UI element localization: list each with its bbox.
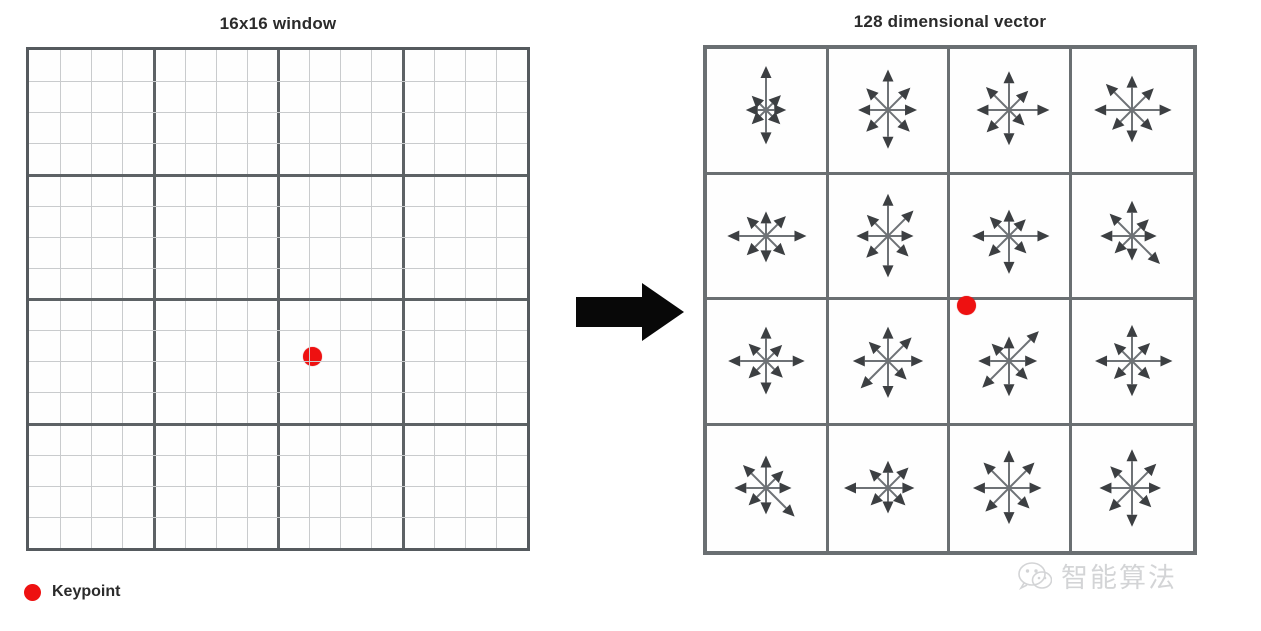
descriptor-cell xyxy=(707,174,829,300)
descriptor-cell xyxy=(828,49,950,175)
descriptor-cell xyxy=(707,49,829,175)
descriptor-cell xyxy=(707,300,829,426)
descriptor-cell xyxy=(1071,300,1193,426)
window-grid-hline xyxy=(29,143,527,145)
orientation-histogram-icon xyxy=(728,326,805,395)
window-grid-hline xyxy=(29,392,527,394)
orientation-histogram-icon xyxy=(856,193,914,278)
wechat-logo-icon xyxy=(1018,561,1052,590)
window-grid-hline xyxy=(29,454,527,456)
window-grid-hline xyxy=(29,361,527,363)
orientation-histogram-icon xyxy=(1095,325,1173,397)
window-grid-hline xyxy=(29,112,527,114)
descriptor-cell xyxy=(950,49,1072,175)
descriptor-cell xyxy=(950,300,1072,426)
legend: Keypoint xyxy=(24,583,120,601)
window-grid-major-hline xyxy=(29,422,527,426)
orientation-histogram-icon xyxy=(972,209,1050,274)
descriptor-keypoint-marker xyxy=(957,296,976,315)
right-panel-title: 128 dimensional vector xyxy=(853,12,1047,31)
orientation-histogram-icon xyxy=(746,66,787,145)
descriptor-cell xyxy=(828,174,950,300)
right-arrow-icon xyxy=(576,283,684,341)
window-grid-hline xyxy=(29,330,527,332)
descriptor-cell xyxy=(1071,175,1193,300)
window-grid-hline xyxy=(29,236,527,238)
window-grid xyxy=(26,47,530,551)
descriptor-cell xyxy=(950,174,1072,300)
orientation-histogram-icon xyxy=(727,211,807,263)
orientation-histogram-icon xyxy=(1099,449,1162,527)
keypoint-legend-label: Keypoint xyxy=(52,583,121,600)
window-grid-hline xyxy=(29,81,527,83)
orientation-histogram-icon xyxy=(852,326,923,399)
orientation-histogram-icon xyxy=(857,69,917,149)
orientation-histogram-icon xyxy=(976,71,1050,146)
window-grid-hline xyxy=(29,516,527,518)
descriptor-cell xyxy=(950,425,1072,551)
orientation-histogram-icon xyxy=(973,450,1042,525)
window-grid-hline xyxy=(29,485,527,487)
window-grid-hline xyxy=(29,267,527,269)
left-panel-title: 16x16 window xyxy=(219,14,337,33)
keypoint-legend-dot-icon xyxy=(24,583,41,601)
orientation-histogram-icon xyxy=(734,455,795,517)
watermark: 智能算法 xyxy=(1018,556,1177,595)
descriptor-grid xyxy=(703,45,1197,555)
orientation-histogram-icon xyxy=(1094,75,1172,143)
watermark-text: 智能算法 xyxy=(1061,563,1177,594)
descriptor-cell xyxy=(829,425,950,551)
descriptor-cell xyxy=(1072,426,1194,552)
descriptor-cell xyxy=(707,425,829,551)
window-grid-major-hline xyxy=(29,173,527,177)
window-grid-major-hline xyxy=(29,298,527,301)
descriptor-cell xyxy=(1071,49,1193,175)
window-grid-hline xyxy=(29,205,527,207)
orientation-histogram-icon xyxy=(843,460,915,514)
orientation-histogram-icon xyxy=(1100,200,1161,264)
descriptor-cell xyxy=(828,300,950,426)
window-keypoint-marker xyxy=(303,347,322,366)
orientation-histogram-icon xyxy=(978,331,1040,397)
